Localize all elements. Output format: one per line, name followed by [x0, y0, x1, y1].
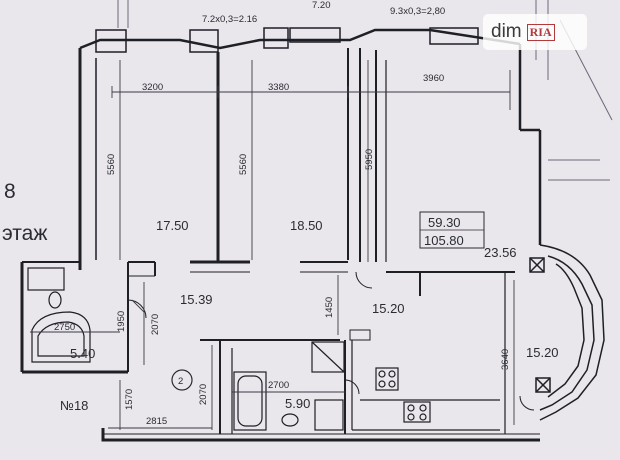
interior-walls — [20, 48, 515, 434]
height-5560-left: 5560 — [106, 154, 117, 175]
watermark-text: dim — [491, 21, 522, 42]
width-2750: 2750 — [54, 322, 75, 333]
height-5560-mid: 5560 — [238, 154, 249, 175]
fixtures — [27, 267, 500, 431]
room-count: 2 — [178, 376, 183, 387]
watermark-badge: RIA — [526, 23, 555, 41]
area-kitchen: 15.20 — [526, 345, 559, 360]
width-2815: 2815 — [146, 416, 167, 427]
height-2070-left: 2070 — [150, 314, 161, 335]
area-living-total: 59.30 — [428, 215, 461, 230]
bay-window — [529, 244, 605, 421]
width-3200: 3200 — [142, 82, 163, 93]
top-dim-2: 7.20 — [312, 0, 331, 11]
floor-word: этаж — [2, 222, 47, 245]
area-wc: 5.90 — [285, 396, 310, 411]
watermark-logo: dim RIA — [483, 14, 587, 50]
door-swings — [127, 271, 535, 411]
area-bath: 5.40 — [70, 346, 95, 361]
floor-number: 8 — [4, 180, 16, 203]
dimension-lines — [30, 60, 515, 430]
width-2700: 2700 — [268, 380, 289, 391]
width-3960: 3960 — [423, 73, 444, 84]
height-1450: 1450 — [324, 297, 335, 318]
area-corridor: 15.20 — [372, 301, 405, 316]
area-room-2: 18.50 — [290, 218, 323, 233]
height-5950: 5950 — [364, 149, 375, 170]
height-1570: 1570 — [124, 389, 135, 410]
width-3380: 3380 — [268, 82, 289, 93]
room-count-circle — [171, 369, 193, 391]
height-3640: 3640 — [500, 349, 511, 370]
top-windows — [95, 27, 479, 53]
area-hall: 15.39 — [180, 292, 213, 307]
apartment-number: №18 — [60, 398, 88, 413]
area-total: 105.80 — [424, 233, 464, 248]
area-room-1: 17.50 — [156, 218, 189, 233]
height-1950: 1950 — [116, 311, 127, 332]
area-room-3: 23.56 — [484, 245, 517, 260]
top-dim-3: 9.3x0,3=2,80 — [390, 6, 445, 17]
height-2070-bath: 2070 — [198, 384, 209, 405]
top-dim-1: 7.2x0,3=2.16 — [202, 14, 257, 25]
